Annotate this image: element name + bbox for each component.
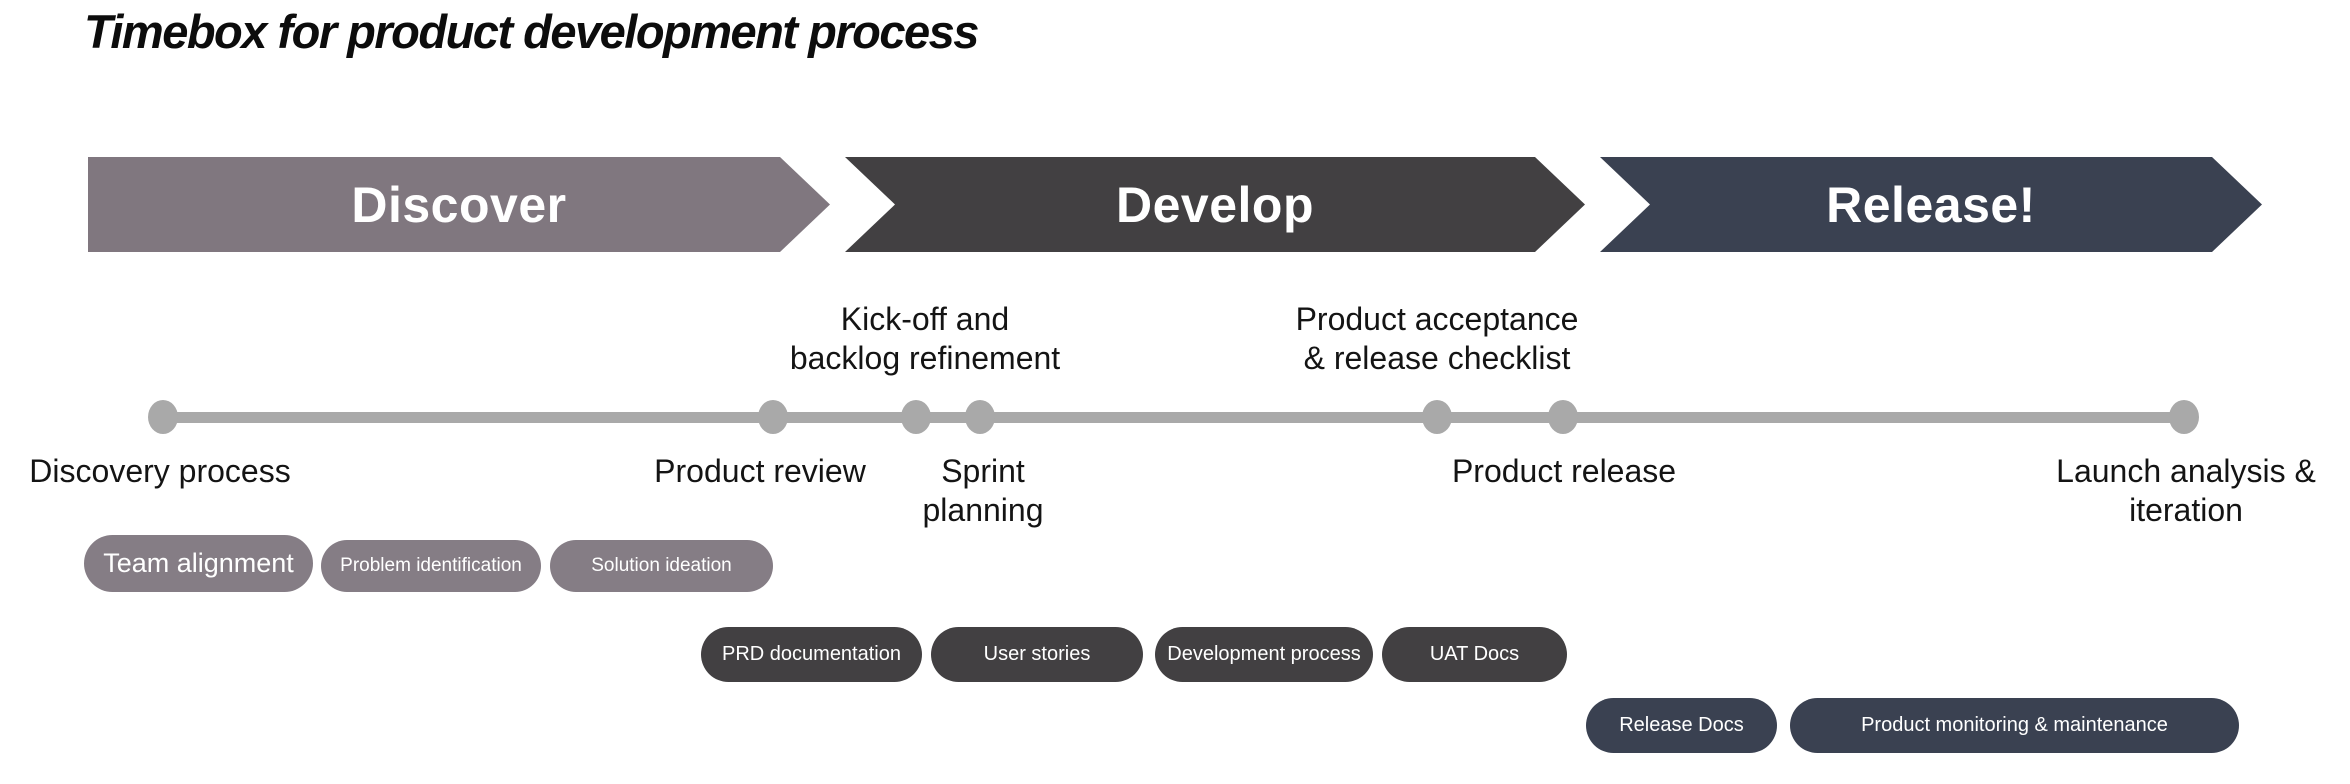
phase-chevron-discover: Discover [88,157,830,252]
milestone-label-product-release: Product release [1451,453,1677,489]
pill-team-alignment: Team alignment [84,535,313,592]
phase-label-develop: Develop [1115,176,1314,233]
timeline-dot [2169,400,2199,434]
milestone-label-kickoff-backlog: Kick-off and backlog refinement [789,301,1061,376]
phase-chevron-develop: Develop [845,157,1585,252]
milestone-label-discovery-process: Discovery process [29,453,291,489]
timeline-line [163,412,2184,423]
milestone-label-sprint-planning: Sprint planning [922,453,1044,528]
pill-product-monitoring-maintenance: Product monitoring & maintenance [1790,698,2239,753]
phase-label-discover: Discover [351,176,567,233]
pill-uat-docs: UAT Docs [1382,627,1567,682]
pill-release-docs: Release Docs [1586,698,1777,753]
pill-solution-ideation: Solution ideation [550,540,773,592]
milestone-label-product-review: Product review [654,453,866,489]
phase-chevron-release: Release! [1600,157,2262,252]
pill-development-process: Development process [1155,627,1373,682]
timeline-dot [1422,400,1452,434]
milestone-label-launch-analysis: Launch analysis & iteration [2056,453,2316,528]
timeline-dot [758,400,788,434]
pill-user-stories: User stories [931,627,1143,682]
milestone-label-product-acceptance: Product acceptance & release checklist [1295,301,1579,376]
timeline-dot [901,400,931,434]
timeline-dot [148,400,178,434]
pill-problem-identification: Problem identification [321,540,541,592]
pill-prd-documentation: PRD documentation [701,627,922,682]
phase-label-release: Release! [1826,176,2036,233]
timeline-dot [1548,400,1578,434]
page-title: Timebox for product development process [84,5,979,58]
timeline-dot [965,400,995,434]
